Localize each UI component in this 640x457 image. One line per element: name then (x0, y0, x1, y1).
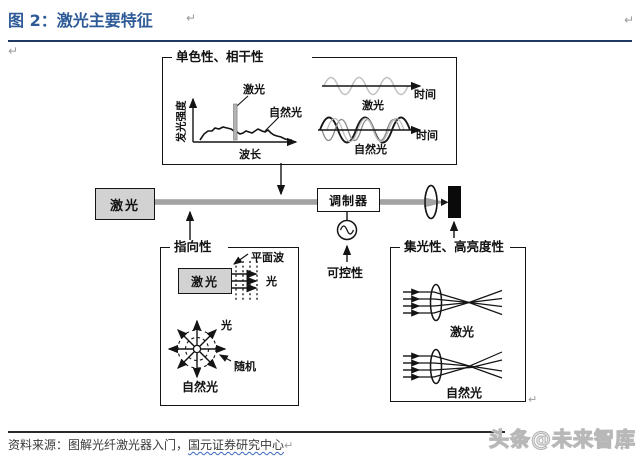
spectrum-y-axis-label: 发光强度 (175, 100, 188, 143)
beam-row (153, 163, 459, 262)
directivity-natural-label: 自然光 (182, 380, 219, 394)
sine-source-icon (336, 219, 358, 241)
focus-laser-label: 激光 (450, 325, 475, 339)
source-text: 资料来源：图解光纤激光器入门， (8, 438, 189, 452)
paragraph-mark: ↵ (8, 44, 19, 58)
wave-comparison (318, 76, 422, 144)
spectrum-graph (188, 95, 298, 147)
paragraph-mark: ↵ (528, 393, 538, 406)
directivity-box (160, 247, 299, 406)
light-label-top: 光 (266, 275, 277, 288)
source-institution: 国元证券研究中心 (188, 438, 285, 452)
wave-laser-label: 激光 (362, 99, 384, 112)
paragraph-mark: ↵ (284, 439, 294, 452)
title-divider (8, 40, 632, 42)
monochromaticity-box-label: 单色性、相干性 (172, 50, 312, 64)
focus-natural-label: 自然光 (446, 386, 483, 400)
wave-time-label-bottom: 时间 (416, 129, 438, 142)
laser-source-box: 激光 (95, 188, 155, 220)
watermark: 头条@未来智库 (488, 426, 636, 451)
random-label: 随机 (234, 360, 256, 373)
paragraph-mark: ↵ (624, 13, 635, 27)
paragraph-mark: ↵ (186, 11, 197, 25)
laser-spike (233, 103, 238, 141)
spectrum-x-axis-label: 波长 (239, 148, 261, 161)
focus-box-label: 集光性、高亮度性 (400, 240, 511, 254)
plane-wave-label: 平面波 (251, 251, 284, 264)
monochromaticity-box (162, 57, 457, 165)
directivity-box-label: 指向性 (170, 240, 228, 254)
source-line: 资料来源：图解光纤激光器入门，国元证券研究中心↵ (8, 436, 293, 453)
wave-time-label-top: 时间 (414, 88, 436, 101)
wave-natural-label: 自然光 (354, 143, 387, 156)
modulator-box: 调制器 (317, 188, 380, 212)
spectrum-natural-label: 自然光 (269, 106, 302, 119)
paragraph-mark: ↵ (620, 443, 629, 454)
focus-art (403, 283, 503, 385)
light-label-bottom: 光 (221, 319, 232, 332)
controllability-label: 可控性 (327, 266, 364, 280)
footer-divider (8, 431, 505, 433)
figure-title: 图 2：激光主要特征 (8, 11, 153, 30)
directivity-art (167, 253, 258, 379)
spectrum-laser-label: 激光 (243, 83, 265, 96)
directivity-laser-box: 激光 (178, 268, 232, 294)
target-screen (448, 186, 461, 218)
